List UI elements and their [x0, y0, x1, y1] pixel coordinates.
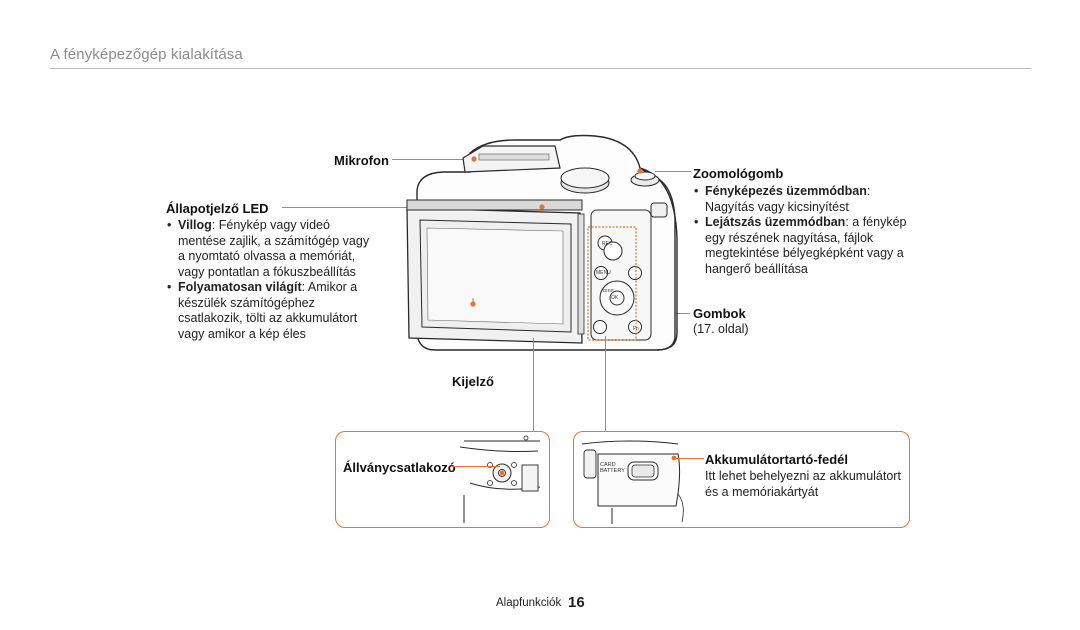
status-led-description: Villog: Fénykép vagy videó mentése zajli…: [166, 218, 371, 342]
tripod-label: Állványcsatlakozó: [343, 460, 456, 475]
display-label: Kijelző: [452, 374, 494, 389]
microphone-label: Mikrofon: [334, 153, 389, 168]
status-led-bullet-blink: Villog: Fénykép vagy videó mentése zajli…: [166, 218, 371, 280]
battery-door-text: CARD BATTERY: [600, 462, 625, 474]
zoom-callout-line: [655, 171, 691, 173]
tripod-mount-illustration: [460, 435, 541, 523]
header-divider: [50, 68, 1031, 69]
buttons-title: Gombok: [693, 306, 746, 321]
zoom-title: Zoomológomb: [693, 166, 784, 181]
footer-section-label: Alapfunkciók: [496, 597, 562, 609]
battery-callout-line: [676, 458, 704, 460]
tripod-callout-line: [452, 466, 500, 468]
disp-button-label: DISP: [603, 288, 614, 293]
battery-description: Itt lehet behelyezni az akkumulátort és …: [705, 469, 901, 499]
page-number: 16: [568, 594, 585, 611]
battery-title: Akkumulátortartó-fedél: [705, 452, 849, 467]
fn-button-label: Fn: [633, 326, 639, 332]
rec-button-label: REC: [602, 241, 613, 247]
status-led-bullet-steady: Folyamatosan világít: Amikor a készülék …: [166, 280, 371, 342]
battery-door-illustration: [581, 440, 684, 524]
tripod-connector-line: [533, 338, 535, 432]
battery-connector-line: [605, 336, 607, 432]
camera-back-illustration: [406, 134, 678, 351]
microphone-callout-line: [392, 159, 477, 161]
zoom-description: Fényképezés üzemmódban: Nagyítás vagy ki…: [693, 184, 918, 277]
zoom-bullet-playback: Lejátszás üzemmódban: a fénykép egy rész…: [693, 215, 918, 277]
ok-button-label: OK: [611, 295, 619, 301]
buttons-page-ref: (17. oldal): [693, 322, 749, 336]
page-title: A fényképezőgép kialakítása: [50, 46, 243, 63]
zoom-bullet-shooting: Fényképezés üzemmódban: Nagyítás vagy ki…: [693, 184, 918, 215]
status-led-title: Állapotjelző LED: [166, 201, 269, 216]
menu-button-label: MENU: [596, 270, 611, 276]
tripod-inset: [335, 431, 550, 528]
